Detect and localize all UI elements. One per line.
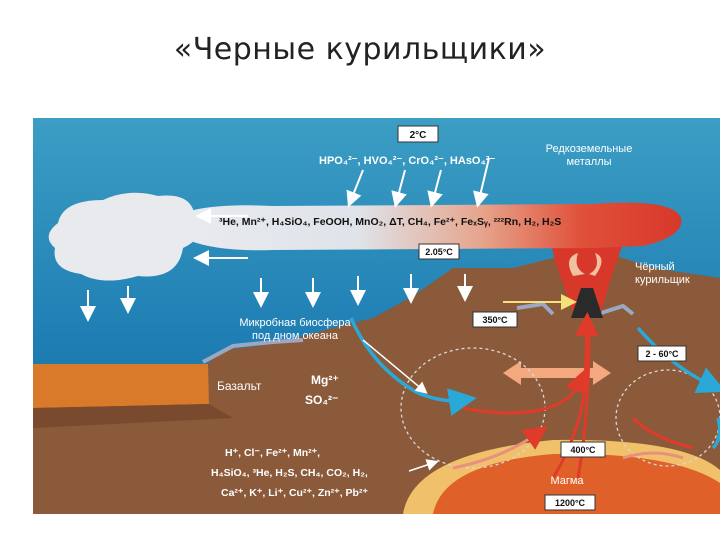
microbial-biosphere-line1: Микробная биосфера bbox=[239, 317, 351, 329]
fluids-label-line3: Ca²⁺, K⁺, Li⁺, Cu²⁺, Zn²⁺, Pb²⁺ bbox=[221, 487, 368, 499]
rare-earth-label-line1: Редкоземельные bbox=[546, 143, 633, 155]
basalt-label: Базальт bbox=[217, 379, 262, 393]
fluids-label-line1: H⁺, Cl⁻, Fe²⁺, Mn²⁺, bbox=[225, 447, 320, 459]
recharge-arrows bbox=[349, 317, 720, 450]
temp-flank-label: 2 - 60°C bbox=[645, 349, 679, 359]
anions-label: HPO₄²⁻, HVO₄²⁻, CrO₄²⁻, HAsO₄²⁻ bbox=[319, 155, 495, 167]
settling-arrows bbox=[80, 274, 473, 322]
temp-box-surface: 2°C bbox=[397, 125, 439, 143]
temp-deep-label: 400°C bbox=[570, 445, 596, 455]
temp-plume-label: 2.05°C bbox=[425, 247, 453, 257]
fluids-label-line2: H₄SiO₄, ³He, H₂S, CH₄, CO₂, H₂, bbox=[211, 467, 368, 479]
microbial-film bbox=[202, 301, 635, 364]
particle-cloud bbox=[48, 192, 200, 281]
slide-title: «Черные курильщики» bbox=[173, 32, 547, 67]
so4-label: SO₄²⁻ bbox=[305, 393, 338, 407]
plume-chemistry-label: ³He, Mn²⁺, H₄SiO₄, FeOOH, MnO₂, ΔT, CH₄,… bbox=[219, 216, 561, 228]
vent-column bbox=[548, 228, 628, 313]
scavenging-arrows bbox=[346, 157, 490, 208]
hydrothermal-plume bbox=[183, 202, 682, 251]
black-smoker-label-line2: курильщик bbox=[635, 274, 690, 286]
chimney bbox=[571, 288, 603, 318]
temp-vent-label: 350°C bbox=[482, 315, 508, 325]
temp-box-vent: 350°C bbox=[472, 311, 518, 328]
black-smoker-label-line1: Чёрный bbox=[635, 261, 675, 273]
magma-label: Магма bbox=[550, 475, 584, 487]
temp-box-magma: 1200°C bbox=[544, 494, 596, 511]
temp-box-plume: 2.05°C bbox=[418, 243, 460, 260]
mg-label: Mg²⁺ bbox=[311, 373, 339, 387]
rare-earth-label-line2: металлы bbox=[566, 156, 611, 168]
temp-magma-label: 1200°C bbox=[555, 498, 586, 508]
hydrothermal-vent-diagram: 2°C 2.05°C 350°C 2 - 60°C 400°C 1200°C H… bbox=[33, 118, 720, 514]
microbial-biosphere-line2: под дном океана bbox=[252, 330, 339, 342]
temp-surface-label: 2°C bbox=[410, 130, 427, 141]
temp-box-flank: 2 - 60°C bbox=[637, 345, 687, 362]
basalt-layer bbox=[33, 364, 209, 408]
upflow-arrows bbox=[452, 312, 694, 479]
spreading-arrow bbox=[503, 361, 611, 385]
plume-drift-arrows bbox=[193, 208, 248, 266]
temp-box-deep: 400°C bbox=[560, 441, 606, 458]
